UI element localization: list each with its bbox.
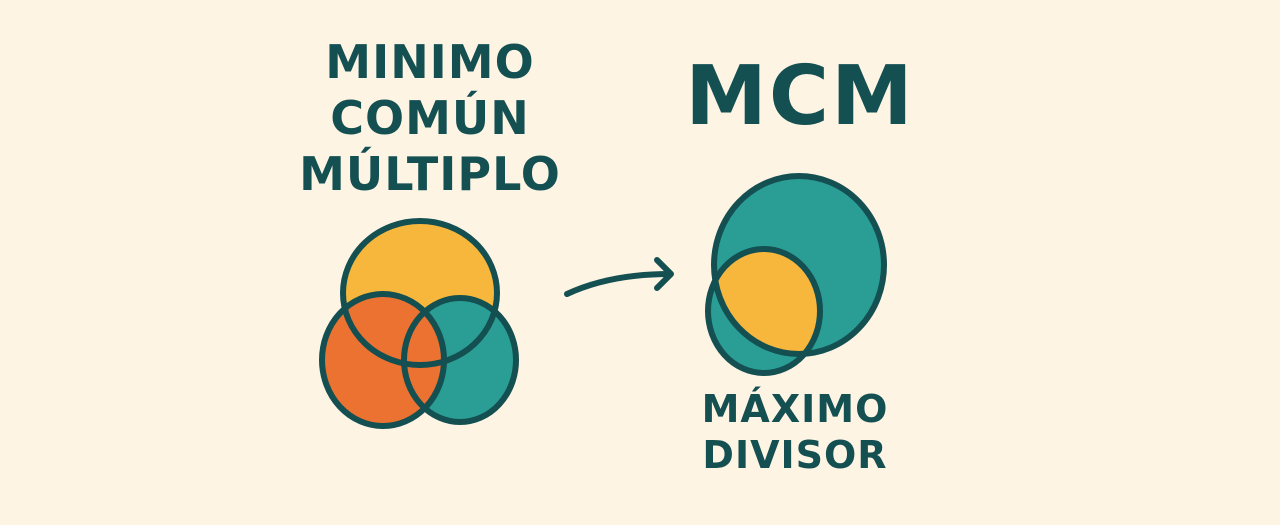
left-title-line-3: MÚLTIPLO (299, 147, 561, 201)
left-title-line-1: MINIMO (325, 35, 535, 89)
right-label-line-1: MÁXIMO (701, 387, 889, 431)
arrow-right-icon (564, 257, 674, 297)
left-title: MINIMO COMÚN MÚLTIPLO (290, 34, 570, 202)
right-label: MÁXIMO DIVISOR (680, 386, 910, 478)
right-label-line-2: DIVISOR (702, 433, 888, 477)
right-title: MCM (685, 49, 915, 144)
left-title-line-2: COMÚN (330, 91, 530, 145)
right-venn-diagram (705, 173, 887, 376)
left-venn-diagram (319, 218, 519, 429)
